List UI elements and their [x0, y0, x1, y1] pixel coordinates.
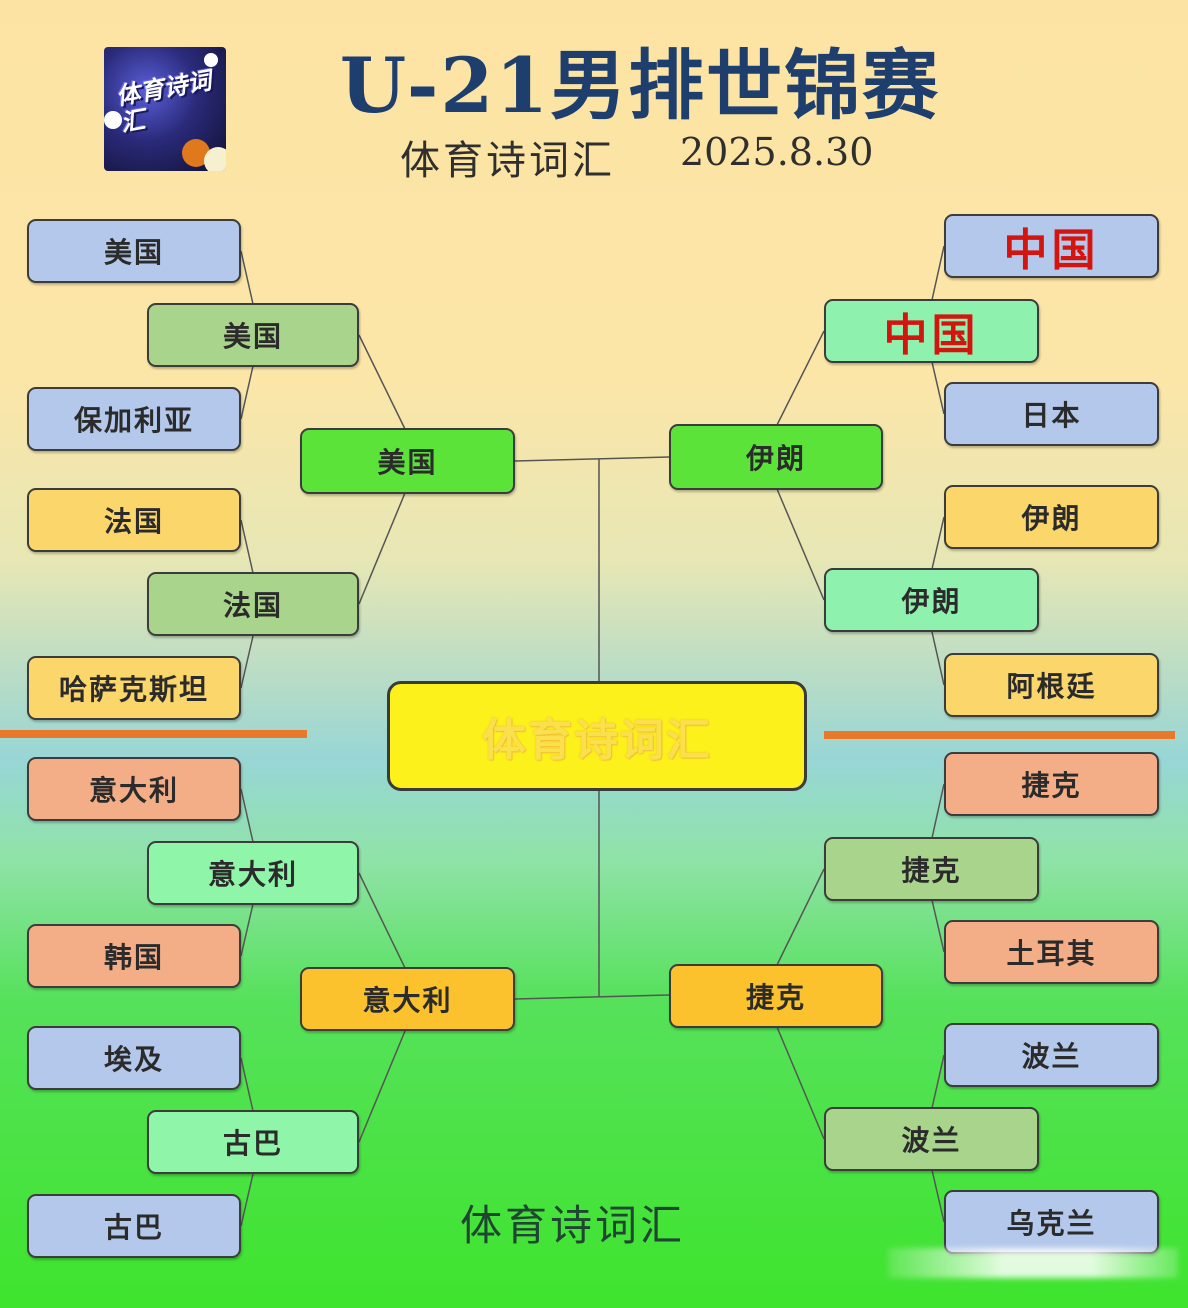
subtitle-date: 2025.8.30: [680, 130, 874, 174]
bracket-right-r2-team: 波兰: [824, 1107, 1039, 1171]
volleyball-icon: [204, 147, 226, 171]
bracket-left-r2-team: 意大利: [147, 841, 359, 905]
bracket-left-r1-team: 韩国: [27, 924, 241, 988]
center-final-box: 体育诗词汇: [387, 681, 807, 791]
bracket-right-r1-team: 阿根廷: [944, 653, 1159, 717]
bracket-left-r2-team: 古巴: [147, 1110, 359, 1174]
page-title: U-21男排世锦赛: [339, 41, 941, 130]
bracket-right-r1-team: 乌克兰: [944, 1190, 1159, 1254]
footer-brand: 体育诗词汇: [460, 1201, 686, 1250]
bracket-left-r3-team: 美国: [300, 428, 515, 494]
brand-logo: 体育诗词汇: [104, 47, 226, 171]
bracket-left-r1-team: 保加利亚: [27, 387, 241, 451]
bracket-right-r2-team: 中国: [824, 299, 1039, 363]
bracket-right-r2-team: 伊朗: [824, 568, 1039, 632]
bracket-right-r3-team: 捷克: [669, 964, 883, 1028]
bracket-left-r1-team: 古巴: [27, 1194, 241, 1258]
bracket-left-r2-team: 美国: [147, 303, 359, 367]
bracket-right-r2-team: 捷克: [824, 837, 1039, 901]
bracket-left-r3-team: 意大利: [300, 967, 515, 1031]
subtitle-brand: 体育诗词汇: [400, 138, 615, 184]
bracket-left-r1-team: 哈萨克斯坦: [27, 656, 241, 720]
bracket-left-r1-team: 法国: [27, 488, 241, 552]
bracket-right-r1-team: 伊朗: [944, 485, 1159, 549]
bracket-left-r1-team: 意大利: [27, 757, 241, 821]
bracket-left-r1-team: 美国: [27, 219, 241, 283]
logo-text: 体育诗词汇: [113, 66, 214, 138]
bracket-right-r1-team: 中国: [944, 214, 1159, 278]
bracket-right-r1-team: 日本: [944, 382, 1159, 446]
bracket-right-r1-team: 土耳其: [944, 920, 1159, 984]
bracket-left-r1-team: 埃及: [27, 1026, 241, 1090]
bracket-left-r2-team: 法国: [147, 572, 359, 636]
watermark-blur: [888, 1248, 1178, 1278]
bracket-right-r1-team: 波兰: [944, 1023, 1159, 1087]
center-label: 体育诗词汇: [482, 715, 712, 766]
bracket-right-r1-team: 捷克: [944, 752, 1159, 816]
bracket-right-r3-team: 伊朗: [669, 424, 883, 490]
